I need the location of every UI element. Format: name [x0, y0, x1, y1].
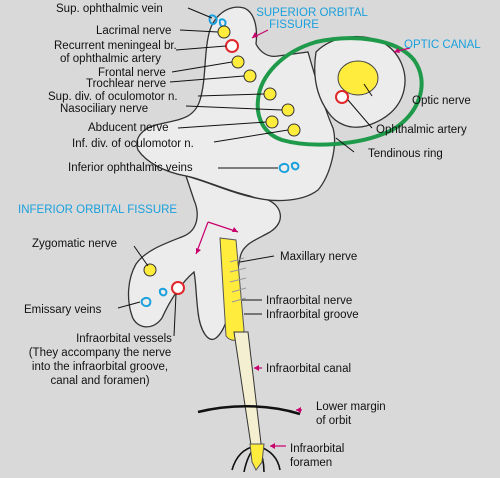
label-optic-nerve: Optic nerve [412, 95, 471, 107]
label-frontal-nerve: Frontal nerve [98, 67, 166, 79]
label-recurrent-meningeal-line1: Recurrent meningeal br. [54, 40, 177, 52]
sup-ophthalmic-vein-icon [208, 14, 227, 28]
frontal-nerve-dot [231, 55, 245, 69]
abducent-nerve-dot [265, 115, 279, 129]
label-lacrimal-nerve: Lacrimal nerve [96, 25, 171, 37]
inferior-ophthalmic-veins-icon [278, 161, 300, 174]
label-lower-margin-line1: Lower margin [316, 401, 386, 413]
tendinous-ring [255, 36, 424, 147]
label-infraorbital-foramen-line2: foramen [290, 457, 332, 469]
label-sup-div-oculomotor: Sup. div. of oculomotor n. [48, 91, 178, 103]
label-tendinous-ring: Tendinous ring [368, 148, 443, 160]
label-trochlear-nerve: Trochlear nerve [86, 78, 166, 90]
label-infraorbital-groove: Infraorbital groove [266, 309, 359, 321]
label-ophthalmic-artery: Ophthalmic artery [376, 124, 467, 136]
infraorbital-vessels-circle [171, 281, 185, 295]
label-emissary-veins: Emissary veins [24, 304, 102, 316]
leader-lines [117, 7, 373, 337]
superior-orbital-fissure-header: SUPERIOR ORBITAL [256, 7, 368, 19]
optic-canal-header: OPTIC CANAL [404, 39, 481, 51]
label-infraorbital-vessels-line2: (They accompany the nerve [29, 347, 172, 359]
nasociliary-nerve-dot [281, 103, 295, 117]
emissary-veins-icon [140, 287, 168, 308]
label-infraorbital-vessels-line4: canal and foramen) [50, 375, 149, 387]
ophthalmic-artery-shape [335, 90, 349, 104]
zygomatic-nerve-dot [143, 263, 157, 277]
inferior-orbital-fissure-outline [127, 175, 281, 340]
lower-margin-line [197, 404, 301, 416]
optic-nerve-shape [337, 60, 379, 96]
label-infraorbital-nerve: Infraorbital nerve [266, 295, 352, 307]
superior-orbital-fissure-header-line2: FISSURE [269, 19, 319, 31]
label-infraorbital-foramen-line1: Infraorbital [290, 443, 344, 455]
lacrimal-nerve-dot [217, 25, 231, 39]
inferior-orbital-fissure-header: INFERIOR ORBITAL FISSURE [18, 204, 177, 216]
trochlear-nerve-dot [243, 69, 257, 83]
label-zygomatic-nerve: Zygomatic nerve [32, 238, 117, 250]
label-inferior-ophthalmic-veins: Inferior ophthalmic veins [68, 162, 193, 174]
label-nasociliary-nerve: Nasociliary nerve [60, 103, 148, 115]
label-abducent-nerve: Abducent nerve [88, 122, 169, 134]
label-maxillary-nerve: Maxillary nerve [280, 251, 357, 263]
label-recurrent-meningeal-line2: of ophthalmic artery [60, 53, 161, 65]
label-lower-margin-line2: of orbit [316, 415, 352, 427]
pointer-arrows [195, 29, 411, 449]
label-infraorbital-vessels-line1: Infraorbital vessels [76, 333, 172, 345]
infraorbital-groove-hatching [229, 257, 247, 303]
infraorbital-canal-tube [233, 331, 263, 453]
recurrent-meningeal-artery-circle [225, 39, 239, 53]
infraorbital-foramen-nerve-end [249, 443, 265, 471]
label-inf-div-oculomotor: Inf. div. of oculomotor n. [72, 138, 194, 150]
label-sup-ophthalmic-vein: Sup. ophthalmic vein [56, 3, 163, 15]
label-infraorbital-canal: Infraorbital canal [266, 363, 351, 375]
inf-div-oculomotor-dot [287, 123, 301, 137]
label-infraorbital-vessels-line3: into the infraorbital groove, [32, 361, 168, 373]
sup-div-oculomotor-dot [263, 87, 277, 101]
